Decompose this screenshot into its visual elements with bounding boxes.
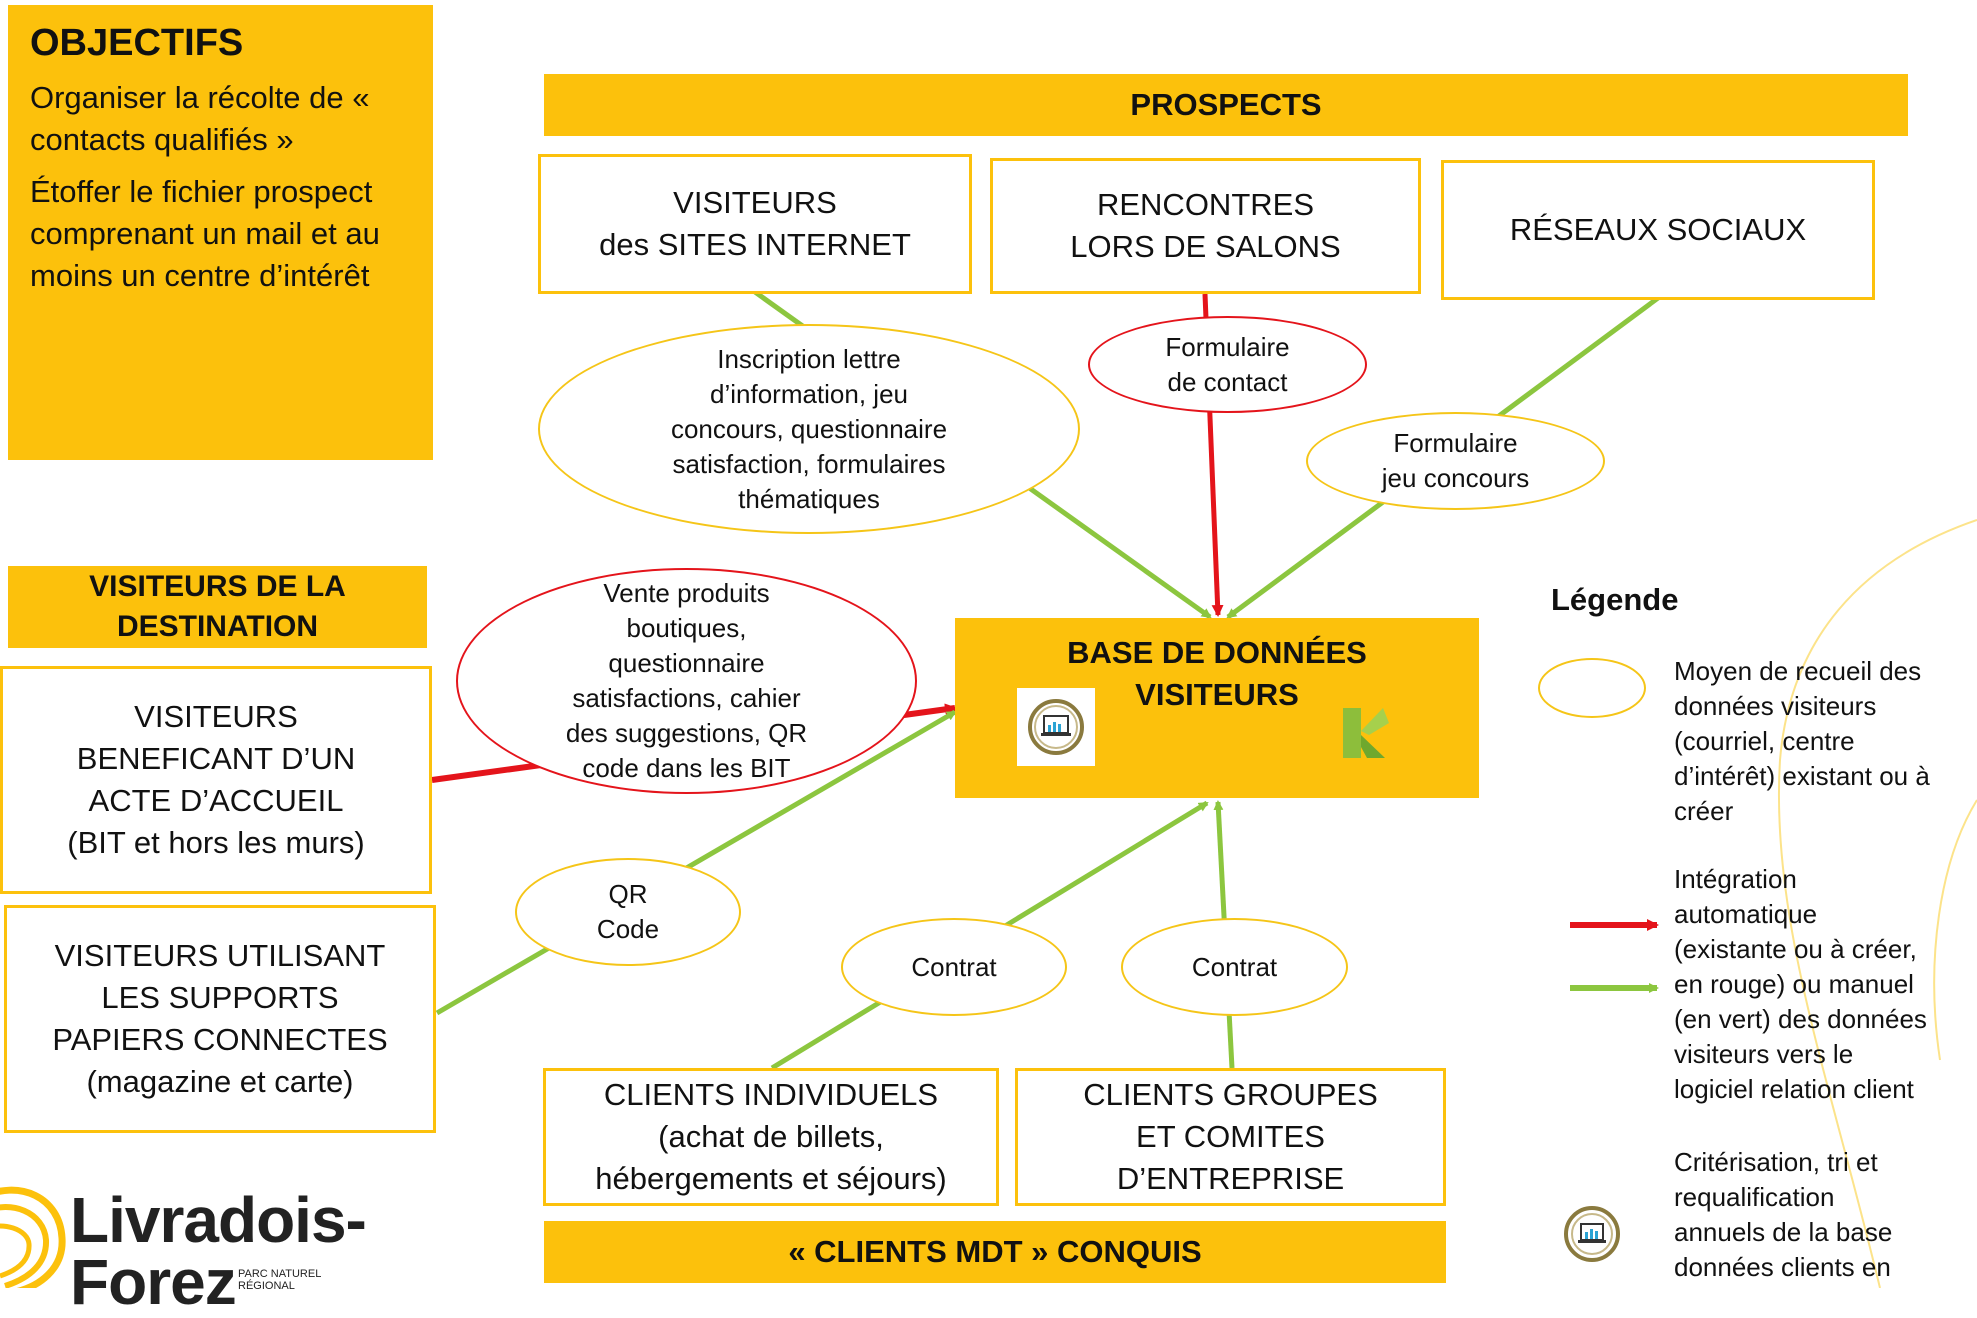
decorative-arc xyxy=(1777,519,1977,1288)
site-visitors-box: VISITEURS des SITES INTERNET xyxy=(538,154,972,294)
contract-group-ellipse: Contrat xyxy=(1121,918,1348,1016)
crm-logo-icon xyxy=(1335,703,1395,763)
prospects-header: PROSPECTS xyxy=(544,74,1908,136)
legend-analytics-icon xyxy=(1562,1204,1622,1264)
individual-clients-label: CLIENTS INDIVIDUELS (achat de billets, h… xyxy=(595,1077,947,1196)
qr-code-ellipse: QR Code xyxy=(515,858,741,966)
social-networks-box: RÉSEAUX SOCIAUX xyxy=(1441,160,1875,300)
objective-item: Étoffer le fichier prospect comprenant u… xyxy=(30,174,380,293)
legend-integration-text: Intégration automatique (existante ou à … xyxy=(1674,864,1927,1104)
contact-form-label: Formulaire de contact xyxy=(1165,331,1290,397)
contest-form-ellipse: Formulaire jeu concours xyxy=(1306,412,1605,510)
destination-header-label: VISITEURS DE LA DESTINATION xyxy=(89,570,346,643)
logo-name-line1: Livradois- xyxy=(70,1184,367,1256)
boutique-channel-label: Vente produits boutiques, questionnaire … xyxy=(565,578,808,783)
legend-title: Légende xyxy=(1551,582,1679,617)
clients-footer: « CLIENTS MDT » CONQUIS xyxy=(544,1221,1446,1283)
legend-ellipse-sample xyxy=(1538,658,1646,718)
analytics-icon xyxy=(1017,688,1095,766)
boutique-channel-ellipse: Vente produits boutiques, questionnaire … xyxy=(456,568,917,794)
contract-individual-label: Contrat xyxy=(911,951,997,982)
salons-box: RENCONTRES LORS DE SALONS xyxy=(990,158,1421,294)
objective-item: Organiser la récolte de « contacts quali… xyxy=(30,80,370,157)
link-paper-to-db xyxy=(435,709,957,1016)
contract-individual-ellipse: Contrat xyxy=(841,918,1067,1016)
contact-form-ellipse: Formulaire de contact xyxy=(1088,316,1367,413)
site-visitors-label: VISITEURS des SITES INTERNET xyxy=(599,185,911,262)
salons-label: RENCONTRES LORS DE SALONS xyxy=(1070,187,1341,264)
legend-criteria-text: Critérisation, tri et requalification an… xyxy=(1674,1147,1893,1282)
welcome-visitors-label: VISITEURS BENEFICANT D’UN ACTE D’ACCUEIL… xyxy=(67,699,365,860)
logo-name-line2: Forez xyxy=(70,1246,237,1318)
decorative-arc xyxy=(1933,799,1977,1061)
legend-collection-text: Moyen de recueil des données visiteurs (… xyxy=(1674,656,1930,826)
welcome-visitors-box: VISITEURS BENEFICANT D’UN ACTE D’ACCUEIL… xyxy=(0,666,432,894)
paper-visitors-label: VISITEURS UTILISANT LES SUPPORTS PAPIERS… xyxy=(52,938,388,1099)
park-logo: Livradois- Forez PARC NATUREL RÉGIONAL xyxy=(0,1178,367,1314)
newsletter-channel-label: Inscription lettre d’information, jeu co… xyxy=(670,343,948,514)
paper-visitors-box: VISITEURS UTILISANT LES SUPPORTS PAPIERS… xyxy=(4,905,436,1133)
logo-mark-icon xyxy=(0,1186,66,1288)
newsletter-channel-ellipse: Inscription lettre d’information, jeu co… xyxy=(538,324,1080,534)
social-networks-label: RÉSEAUX SOCIAUX xyxy=(1509,212,1807,247)
objectives-panel: OBJECTIFS Organiser la récolte de « cont… xyxy=(8,5,433,460)
contest-form-label: Formulaire jeu concours xyxy=(1381,428,1530,493)
objectives-title: OBJECTIFS xyxy=(30,22,244,64)
group-clients-box: CLIENTS GROUPES ET COMITES D’ENTREPRISE xyxy=(1015,1068,1446,1206)
visitor-database-box: BASE DE DONNÉES VISITEURS xyxy=(955,618,1479,798)
logo-tagline: PARC NATUREL RÉGIONAL xyxy=(238,1268,322,1292)
destination-header: VISITEURS DE LA DESTINATION xyxy=(8,566,427,648)
qr-code-label: QR Code xyxy=(596,879,660,944)
database-title: BASE DE DONNÉES VISITEURS xyxy=(1067,635,1367,712)
individual-clients-box: CLIENTS INDIVIDUELS (achat de billets, h… xyxy=(543,1068,999,1206)
group-clients-label: CLIENTS GROUPES ET COMITES D’ENTREPRISE xyxy=(1083,1077,1378,1196)
contract-group-label: Contrat xyxy=(1191,951,1278,982)
